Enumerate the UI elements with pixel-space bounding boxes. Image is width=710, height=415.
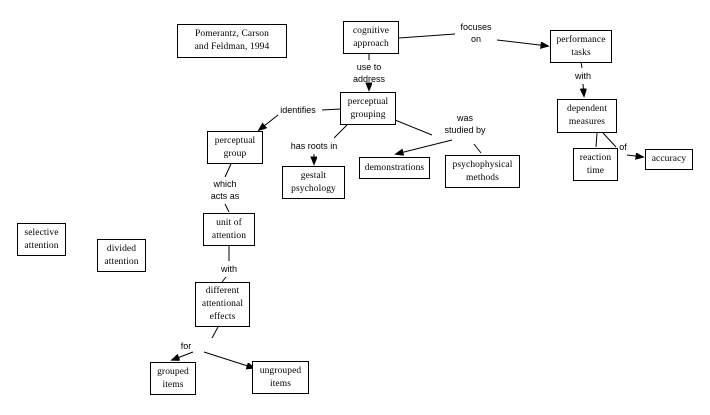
node-unit-of-attention-line-2: attention	[211, 230, 247, 241]
node-dependent-measures-line-1: dependent	[567, 104, 607, 114]
link-label-identifies: identifies	[272, 104, 324, 116]
node-gestalt-psychology[interactable]: gestalt psychology	[282, 166, 345, 199]
link-label-was-studied-by: was studied by	[432, 112, 498, 136]
node-psychophysical-methods-line-1: psychophysical	[452, 159, 513, 170]
edge-effects-to-for	[211, 326, 219, 339]
node-ungrouped-items-line-2: items	[269, 378, 292, 389]
edge-grouping-to-wasstudied	[394, 119, 433, 136]
link-label-with-measures-line-1: with	[574, 71, 591, 81]
edge-focuseson-to-performance	[496, 39, 548, 46]
link-label-of: of	[615, 141, 631, 153]
link-label-use-to-address: use to address	[343, 61, 395, 85]
node-perceptual-group-line-1: perceptual	[214, 135, 256, 146]
node-selective-attention-line-2: attention	[24, 240, 59, 251]
link-label-use-to-address-line-1: use to	[356, 62, 382, 72]
link-label-with-effects-line-1: with	[220, 264, 237, 274]
node-citation-line-1: Pomerantz, Carson	[195, 29, 269, 39]
link-label-identifies-line-1: identifies	[280, 105, 316, 115]
node-perceptual-group[interactable]: perceptual group	[207, 131, 263, 164]
node-dependent-measures[interactable]: dependent measures	[557, 99, 617, 133]
node-accuracy[interactable]: accuracy	[645, 149, 693, 170]
edge-identifies-to-perceptualgroup	[259, 114, 279, 130]
link-label-for: for	[176, 340, 196, 352]
edge-of-to-accuracy	[626, 155, 643, 157]
node-different-attentional-effects-line-3: effects	[209, 312, 236, 322]
node-perceptual-grouping[interactable]: perceptual grouping	[340, 92, 396, 125]
node-perceptual-group-line-2: group	[223, 148, 247, 159]
node-cognitive-approach-line-1: cognitive	[352, 25, 390, 36]
edge-wasstudied-to-psychophysical	[473, 143, 482, 154]
edge-dependent-to-reaction	[595, 132, 598, 148]
edge-cognitive-to-focuseson	[398, 33, 456, 39]
node-cognitive-approach-line-2: approach	[353, 38, 389, 49]
node-gestalt-psychology-line-2: psychology	[291, 183, 336, 194]
node-ungrouped-items[interactable]: ungrouped items	[252, 361, 309, 394]
node-divided-attention-line-1: divided	[106, 243, 137, 254]
node-ungrouped-items-line-1: ungrouped	[259, 365, 302, 376]
link-label-which-acts-as-line-1: which	[213, 179, 237, 189]
node-reaction-time-line-1: reaction	[579, 152, 612, 163]
node-divided-attention-line-2: attention	[104, 256, 139, 267]
node-different-attentional-effects-line-1: different	[205, 286, 240, 296]
link-label-with-effects: with	[212, 263, 246, 275]
node-perceptual-grouping-line-2: grouping	[350, 109, 386, 120]
node-unit-of-attention[interactable]: unit of attention	[203, 213, 255, 246]
link-label-focuses-on-line-1: focuses	[460, 22, 492, 32]
node-selective-attention[interactable]: selective attention	[17, 223, 66, 256]
node-different-attentional-effects-line-2: attentional	[201, 299, 244, 309]
node-performance-tasks-line-1: performance	[556, 34, 606, 45]
edge-wasstudied-to-demonstrations	[396, 139, 453, 154]
node-demonstrations[interactable]: demonstrations	[359, 157, 430, 179]
node-demonstrations-line-1: demonstrations	[364, 162, 425, 173]
link-label-with-measures: with	[566, 70, 600, 82]
edge-for-to-grouped	[172, 351, 194, 360]
node-cognitive-approach[interactable]: cognitive approach	[343, 21, 399, 54]
link-label-focuses-on: focuses on	[452, 21, 500, 45]
link-label-has-roots-in-line-1: has roots in	[290, 141, 338, 151]
node-different-attentional-effects[interactable]: different attentional effects	[195, 282, 250, 327]
edge-grouping-to-hasroots	[333, 124, 348, 139]
node-grouped-items-line-2: items	[162, 379, 184, 390]
node-selective-attention-line-1: selective	[24, 227, 59, 238]
node-gestalt-psychology-line-1: gestalt	[300, 170, 327, 181]
link-label-has-roots-in: has roots in	[279, 140, 349, 152]
link-label-was-studied-by-line-2: studied by	[444, 125, 486, 135]
edge-for-to-ungrouped	[203, 351, 254, 368]
node-psychophysical-methods-line-2: methods	[466, 172, 499, 183]
link-label-focuses-on-line-2: on	[470, 34, 481, 44]
link-label-which-acts-as: which acts as	[200, 178, 250, 202]
edge-with-to-dependent	[583, 83, 584, 96]
edge-whichacts-to-unit	[224, 203, 230, 213]
node-reaction-time[interactable]: reaction time	[573, 148, 618, 181]
node-reaction-time-line-2: time	[586, 165, 605, 176]
edge-grouping-to-identifies	[321, 108, 342, 111]
node-performance-tasks[interactable]: performance tasks	[550, 30, 612, 63]
edge-perceptualgroup-to-whichacts	[224, 163, 232, 178]
node-grouped-items[interactable]: grouped items	[150, 362, 196, 395]
link-label-which-acts-as-line-2: acts as	[210, 191, 240, 201]
node-grouped-items-line-1: grouped	[157, 366, 189, 377]
link-label-for-line-1: for	[180, 341, 192, 351]
node-psychophysical-methods[interactable]: psychophysical methods	[445, 155, 520, 188]
link-label-of-line-1: of	[619, 142, 627, 152]
node-perceptual-grouping-line-1: perceptual	[347, 96, 389, 107]
node-citation-line-2: and Feldman, 1994	[194, 42, 270, 52]
link-label-use-to-address-line-2: address	[352, 74, 386, 84]
node-divided-attention[interactable]: divided attention	[97, 239, 146, 272]
node-unit-of-attention-line-1: unit of	[216, 217, 242, 228]
link-label-was-studied-by-line-1: was	[456, 113, 473, 123]
node-dependent-measures-line-2: measures	[568, 117, 606, 127]
node-citation[interactable]: Pomerantz, Carson and Feldman, 1994	[177, 24, 287, 58]
node-performance-tasks-line-2: tasks	[571, 47, 591, 58]
node-accuracy-line-1: accuracy	[651, 154, 687, 164]
